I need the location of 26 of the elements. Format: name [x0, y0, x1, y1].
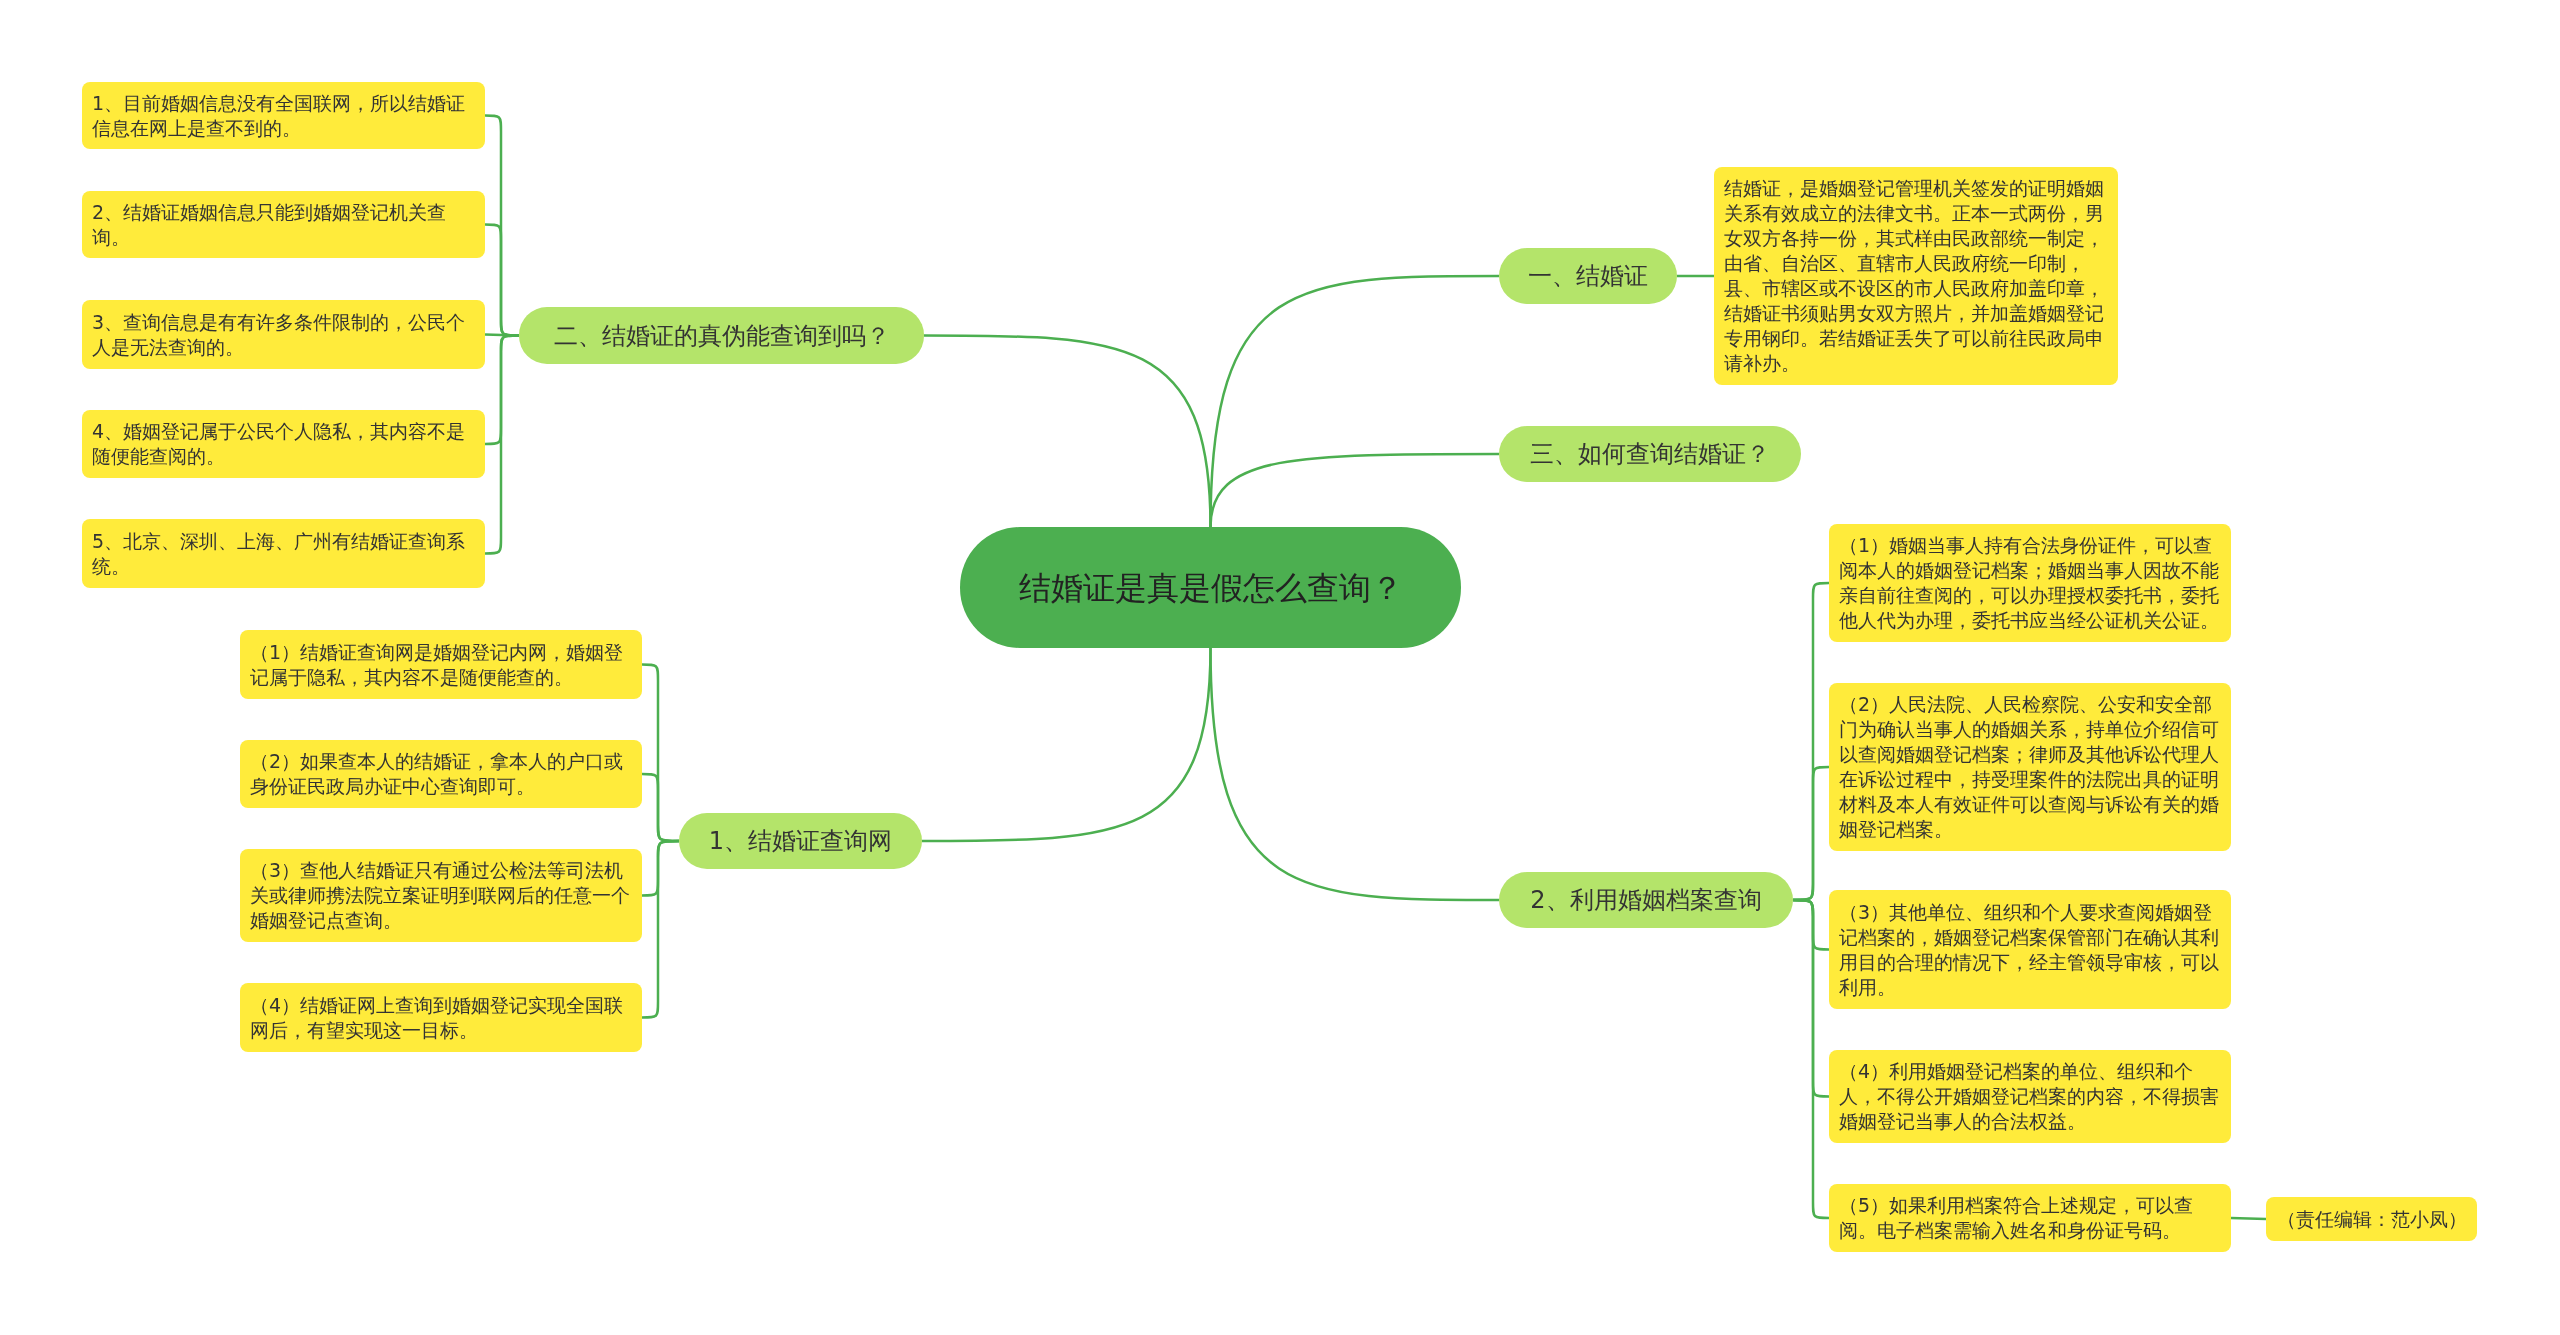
note-box: （1）婚姻当事人持有合法身份证件，可以查阅本人的婚姻登记档案；婚姻当事人因故不能亲自前往查阅的，可以办理授权委托书，委托他人代为办理，委托书应当经公证机关公证。: [1829, 524, 2231, 642]
branch-topic: 三、如何查询结婚证？: [1499, 426, 1801, 482]
note-box: （5）如果利用档案符合上述规定，可以查阅。电子档案需输入姓名和身份证号码。: [1829, 1184, 2231, 1252]
note-box: （1）结婚证查询网是婚姻登记内网，婚姻登记属于隐私，其内容不是随便能查的。: [240, 630, 642, 699]
note-box: （3）查他人结婚证只有通过公检法等司法机关或律师携法院立案证明到联网后的任意一个婚姻登记点查询。: [240, 849, 642, 942]
central-topic: 结婚证是真是假怎么查询？: [960, 527, 1461, 648]
note-box: 5、北京、深圳、上海、广州有结婚证查询系统。: [82, 519, 485, 588]
note-box: （2）人民法院、人民检察院、公安和安全部门为确认当事人的婚姻关系，持单位介绍信可以查阅婚姻登记档案；律师及其他诉讼代理人在诉讼过程中，持受理案件的法院出具的证明材料及本人有效证件可以查阅与诉讼有关的婚姻登记档案。: [1829, 683, 2231, 851]
branch-topic: 2、利用婚姻档案查询: [1499, 872, 1793, 928]
note-box: 4、婚姻登记属于公民个人隐私，其内容不是随便能查阅的。: [82, 410, 485, 478]
connector: [1209, 647, 1499, 902]
connector: [1209, 452, 1499, 528]
note-box: （4）结婚证网上查询到婚姻登记实现全国联网后，有望实现这一目标。: [240, 983, 642, 1052]
branch-topic: 二、结婚证的真伪能查询到吗？: [519, 307, 924, 364]
note-box: （2）如果查本人的结婚证，拿本人的户口或身份证民政局办证中心查询即可。: [240, 740, 642, 808]
note-box: （4）利用婚姻登记档案的单位、组织和个人，不得公开婚姻登记档案的内容，不得损害婚姻登记当事人的合法权益。: [1829, 1050, 2231, 1143]
note-box: （责任编辑：范小凤）: [2266, 1197, 2477, 1241]
note-box: 1、目前婚姻信息没有全国联网，所以结婚证信息在网上是查不到的。: [82, 82, 485, 149]
note-box: （3）其他单位、组织和个人要求查阅婚姻登记档案的，婚姻登记档案保管部门在确认其利用目的合理的情况下，经主管领导审核，可以利用。: [1829, 890, 2231, 1009]
connector: [2230, 1216, 2267, 1221]
note-box: 结婚证，是婚姻登记管理机关签发的证明婚姻关系有效成立的法律文书。正本一式两份，男女双方各持一份，其式样由民政部统一制定，由省、自治区、直辖市人民政府统一印制，县、市辖区或不设区的市人民政府加盖印章，结婚证书须贴男女双方照片，并加盖婚姻登记专用钢印。若结婚证丢失了可以前往民政局申请补办。: [1714, 167, 2118, 385]
branch-topic: 一、结婚证: [1499, 248, 1677, 304]
note-box: 2、结婚证婚姻信息只能到婚姻登记机关查询。: [82, 191, 485, 258]
note-box: 3、查询信息是有有许多条件限制的，公民个人是无法查询的。: [82, 300, 485, 369]
branch-topic: 1、结婚证查询网: [679, 813, 922, 869]
connector: [1677, 274, 1714, 278]
